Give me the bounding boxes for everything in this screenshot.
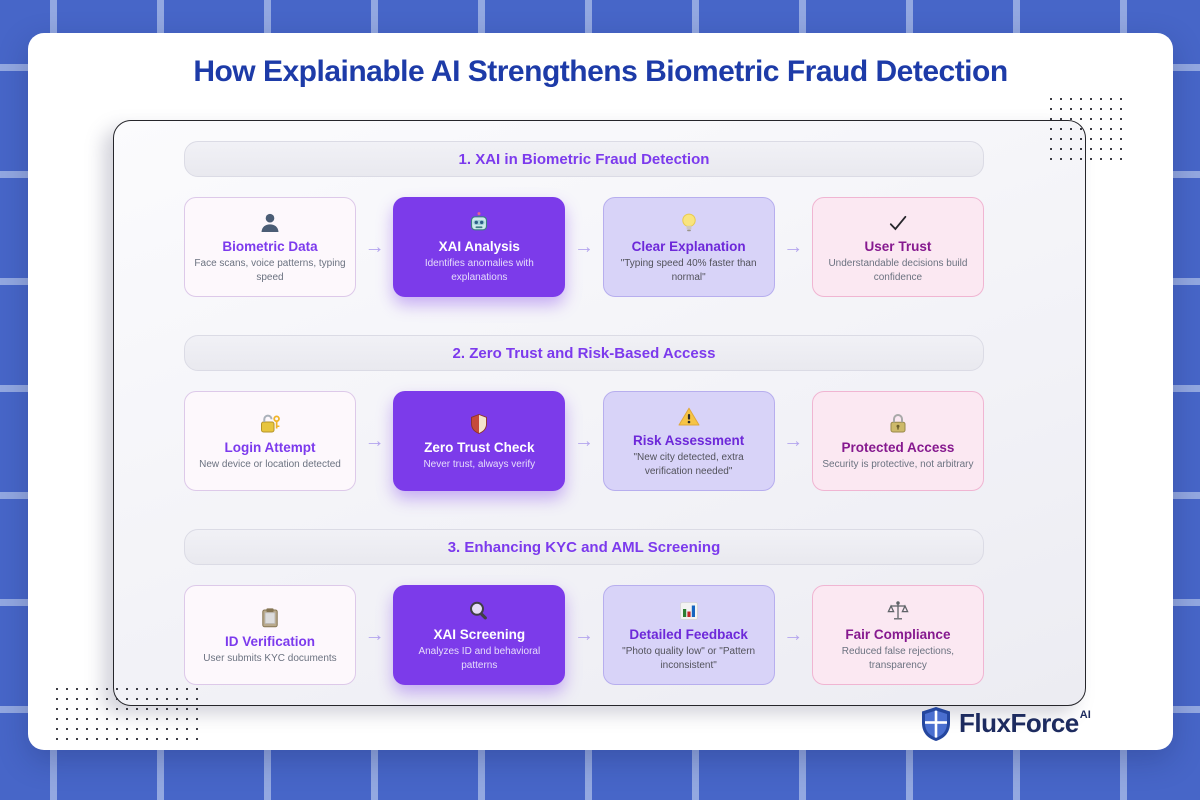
lock-icon [886,411,910,437]
section-header: 1. XAI in Biometric Fraud Detection [184,141,984,177]
card-title: Fair Compliance [845,627,951,642]
arrow-right-icon: → [573,624,594,646]
card-description: Reduced false rejections, transparency [841,646,955,671]
section-header: 3. Enhancing KYC and AML Screening [184,529,984,565]
lightbulb-icon [677,210,701,236]
dots-decoration-top-right [1046,94,1130,160]
card-title: Detailed Feedback [629,627,748,642]
card-title: XAI Screening [433,627,526,642]
card-description: Identifies anomalies with explanations [424,258,534,283]
dots-decoration-bottom-left [52,684,204,746]
section-header-label: 1. XAI in Biometric Fraud Detection [458,150,710,168]
card-title: Risk Assessment [632,433,745,448]
clipboard-icon [258,605,282,631]
card-description: Never trust, always verify [423,458,536,470]
magnifier-icon [467,598,491,624]
lock-key-icon [258,411,282,437]
robot-icon [467,210,491,236]
brand-logo: FluxForce AI [920,704,1091,744]
card-title: ID Verification [224,633,316,649]
flow-card-risk-assessment: Risk Assessment "New city detected, extra… [602,391,775,491]
flow-card-detailed-feedback: Detailed Feedback "Photo quality low" or … [602,585,775,685]
arrow-right-icon: → [783,624,804,646]
brand-suffix: AI [1079,709,1091,721]
card-description: "Typing speed 40% faster than normal" [620,258,757,283]
section-header: 2. Zero Trust and Risk-Based Access [184,335,984,371]
card-description: "New city detected, extra verification n… [633,452,744,477]
card-description: New device or location detected [199,458,341,470]
card-description: Face scans, voice patterns, typing speed [194,258,346,283]
card-title: XAI Analysis [438,239,520,254]
flow-section: 3. Enhancing KYC and AML Screening ID Ve… [184,529,984,685]
flow-panel: 1. XAI in Biometric Fraud Detection Biom… [113,120,1086,706]
flow-section: 1. XAI in Biometric Fraud Detection Biom… [184,141,984,297]
shield-icon [467,411,491,437]
page-title: How Explainable AI Strengthens Biometric… [193,55,1008,88]
arrow-right-icon: → [364,236,385,258]
person-icon [258,210,282,236]
section-header-label: 2. Zero Trust and Risk-Based Access [452,344,716,362]
card-title: Protected Access [841,439,955,455]
card-description: Understandable decisions build confidenc… [828,258,968,283]
card-title: Clear Explanation [631,239,746,254]
section-header-label: 3. Enhancing KYC and AML Screening [447,538,721,556]
fluxforce-shield-icon [922,707,950,741]
checkmark-icon [886,210,910,236]
infographic-card: How Explainable AI Strengthens Biometric… [28,33,1173,750]
card-title: Zero Trust Check [424,439,535,455]
card-description: User submits KYC documents [203,652,337,664]
card-description: Security is protective, not arbitrary [822,458,974,470]
card-description: Analyzes ID and behavioral patterns [418,646,541,671]
flow-section: 2. Zero Trust and Risk-Based Access Logi… [184,335,984,491]
scales-icon [886,598,910,624]
brand-name: FluxForce [959,708,1079,738]
arrow-right-icon: → [783,236,804,258]
arrow-right-icon: → [783,430,804,452]
arrow-right-icon: → [573,236,594,258]
card-title: Login Attempt [224,439,316,455]
flow-card-clear-explanation: Clear Explanation "Typing speed 40% faste… [602,197,775,297]
warning-icon [677,404,701,430]
arrow-right-icon: → [573,430,594,452]
card-title: Biometric Data [222,239,318,254]
bar-chart-icon [677,598,701,624]
card-title: User Trust [864,239,932,254]
card-description: "Photo quality low" or "Pattern inconsis… [622,646,756,671]
sections: 1. XAI in Biometric Fraud Detection Biom… [184,141,984,685]
arrow-right-icon: → [364,430,385,452]
arrow-right-icon: → [364,624,385,646]
